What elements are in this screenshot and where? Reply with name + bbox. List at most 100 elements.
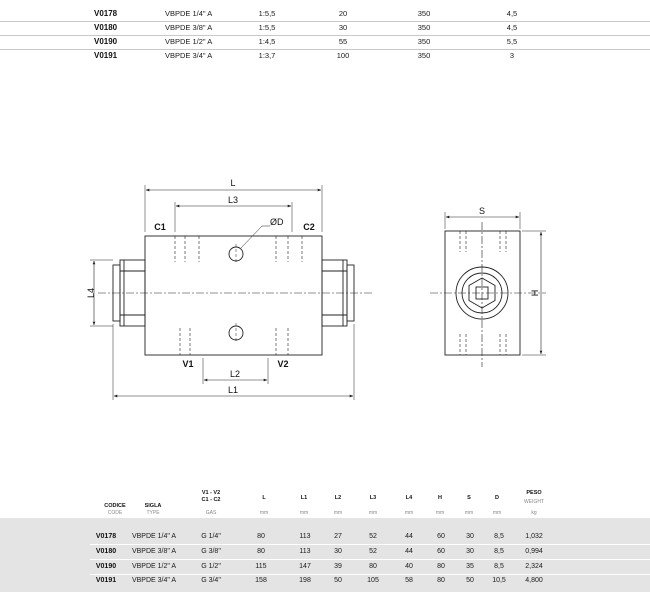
label-H: H (530, 290, 540, 297)
gas-cell: G 1/2" (201, 563, 221, 570)
H-cell: 60 (437, 533, 445, 540)
label-L3: L3 (228, 195, 238, 205)
L4-cell: 44 (405, 533, 413, 540)
left-fitting (112, 259, 146, 327)
flow-cell: 100 (336, 51, 350, 60)
port-outer-circle (455, 266, 509, 320)
port-inner-circle (461, 272, 503, 314)
header-L4-sub: mm (404, 510, 414, 516)
weight-cell: 2,324 (525, 563, 543, 570)
L2-cell: 27 (334, 533, 342, 540)
D-cell: 8,5 (494, 533, 504, 540)
H-cell: 80 (437, 563, 445, 570)
diameter-leader (240, 225, 263, 249)
S-cell: 50 (466, 577, 474, 584)
L2-cell: 50 (334, 577, 342, 584)
type-cell: VBPDE 3/4" A (165, 51, 213, 60)
code-cell: V0191 (94, 51, 118, 60)
gas-cell: G 3/8" (201, 548, 221, 555)
port-C2-label: C2 (303, 222, 315, 232)
row-divider (90, 544, 650, 545)
header-D: D (495, 495, 499, 501)
header-L4: L4 (405, 495, 413, 501)
L2-cell: 30 (334, 548, 342, 555)
ratio-cell: 1:3,7 (258, 51, 276, 60)
port-C1-label: C1 (154, 222, 166, 232)
label-L: L (230, 178, 235, 188)
code-cell: V0180 (95, 548, 117, 555)
S-cell: 30 (466, 533, 474, 540)
type-cell: VBPDE 3/8" A (165, 23, 213, 32)
D-cell: 8,5 (494, 548, 504, 555)
header-gas-sub: GAS (205, 510, 217, 516)
L3-cell: 52 (369, 548, 377, 555)
H-cell: 60 (437, 548, 445, 555)
right-fitting (321, 259, 355, 327)
flow-cell: 55 (338, 37, 348, 46)
header-L3-sub: mm (368, 510, 378, 516)
pressure-cell: 350 (417, 37, 431, 46)
L4-cell: 44 (405, 548, 413, 555)
table-row: V0178 VBPDE 1/4" A G 1/4" 80 113 27 52 4… (0, 529, 650, 544)
L3-cell: 105 (367, 577, 379, 584)
weight-cell: 3 (509, 51, 515, 60)
table-row: V0190 VBPDE 1/2" A 1:4,5 55 350 5,5 (0, 35, 650, 50)
table-row: V0178 VBPDE 1/4" A 1:5,5 20 350 4,5 (0, 7, 650, 22)
header-L1: L1 (300, 495, 308, 501)
H-cell: 80 (437, 577, 445, 584)
type-cell: VBPDE 1/4" A (165, 9, 213, 18)
header-S: S (467, 495, 471, 501)
pressure-cell: 350 (417, 9, 431, 18)
row-divider (90, 559, 650, 560)
hex-socket (468, 277, 496, 309)
header-H: H (438, 495, 442, 501)
code-cell: V0190 (94, 37, 118, 46)
code-cell: V0178 (94, 9, 118, 18)
valve-technical-drawing: L L3 ØD L4 L2 L1 S H C1 C2 V1 V2 (86, 178, 546, 400)
L-cell: 115 (255, 563, 267, 570)
header-L2-sub: mm (333, 510, 343, 516)
header-type: SIGLA (144, 503, 162, 509)
header-L: L (262, 495, 266, 501)
flow-cell: 30 (338, 23, 348, 32)
header-L2: L2 (334, 495, 342, 501)
valve-body (144, 235, 323, 356)
S-cell: 35 (466, 563, 474, 570)
type-cell: VBPDE 1/2" A (131, 563, 177, 570)
header-L1-sub: mm (299, 510, 309, 516)
L-cell: 80 (257, 533, 265, 540)
table-row: V0191 VBPDE 3/4" A 1:3,7 100 350 3 (0, 49, 650, 63)
weight-cell: 5,5 (506, 37, 518, 46)
header-code: CODICE (104, 503, 126, 509)
header-L-sub: mm (259, 510, 269, 516)
code-cell: V0191 (95, 577, 117, 584)
L2-cell: 39 (334, 563, 342, 570)
L-cell: 80 (257, 548, 265, 555)
pressure-cell: 350 (417, 23, 431, 32)
port-V2-label: V2 (277, 359, 288, 369)
weight-cell: 4,5 (506, 9, 518, 18)
port-V1-label: V1 (182, 359, 193, 369)
header-weight: PESO (526, 490, 542, 496)
ratio-cell: 1:5,5 (258, 23, 276, 32)
table-row: V0191 VBPDE 3/4" A G 3/4" 158 198 50 105… (0, 573, 650, 588)
S-cell: 30 (466, 548, 474, 555)
L3-cell: 52 (369, 533, 377, 540)
type-cell: VBPDE 3/4" A (131, 577, 177, 584)
L4-cell: 40 (405, 563, 413, 570)
header-S-sub: mm (464, 510, 474, 516)
header-H-sub: mm (435, 510, 445, 516)
flow-cell: 20 (338, 9, 348, 18)
header-L3: L3 (369, 495, 377, 501)
hidden-side-lines (459, 231, 507, 355)
L3-cell: 80 (369, 563, 377, 570)
valve-side-view (444, 230, 521, 356)
table-row: V0180 VBPDE 3/8" A G 3/8" 80 113 30 52 4… (0, 544, 650, 559)
L1-cell: 113 (299, 548, 311, 555)
code-cell: V0178 (95, 533, 117, 540)
code-cell: V0180 (94, 23, 118, 32)
D-cell: 8,5 (494, 563, 504, 570)
weight-cell: 4,800 (525, 577, 543, 584)
header-D-sub: mm (492, 510, 502, 516)
label-L4: L4 (86, 288, 96, 298)
